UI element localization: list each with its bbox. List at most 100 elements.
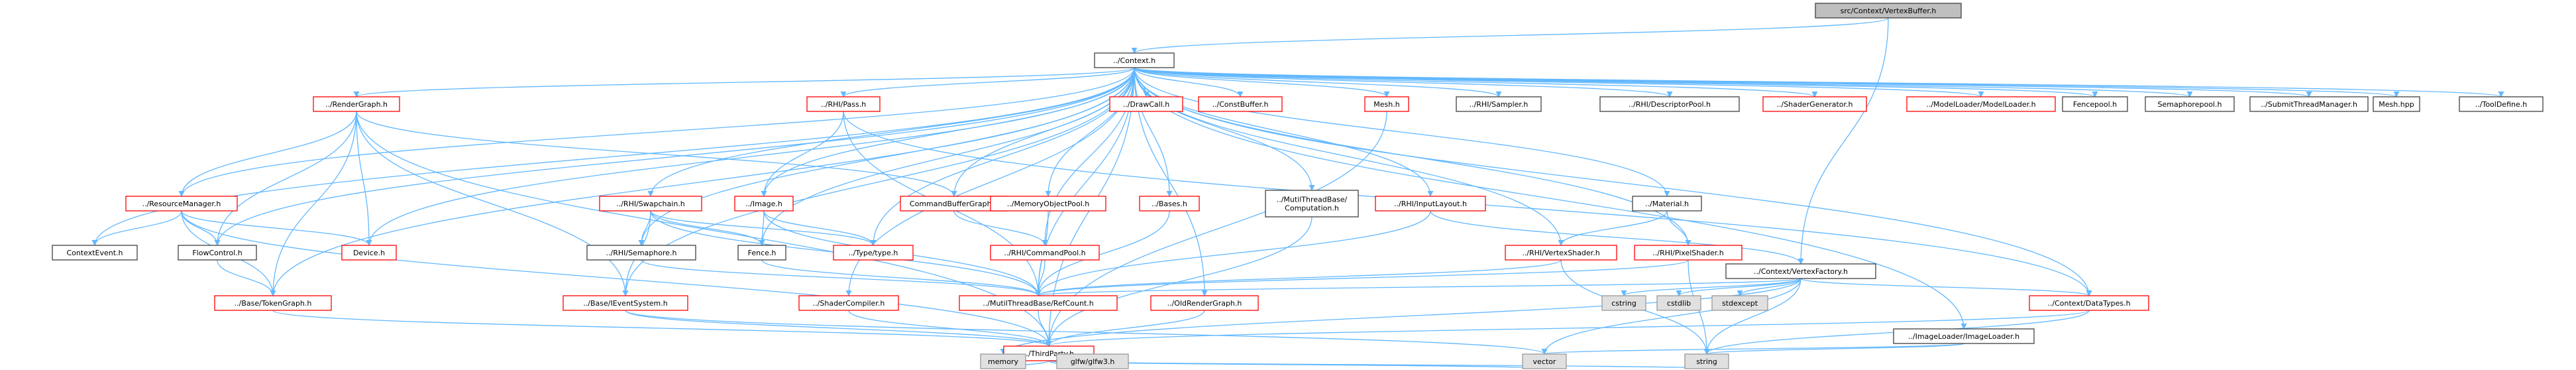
node-sampler[interactable]: ../RHI/Sampler.h: [1456, 96, 1542, 112]
node-bases[interactable]: ../Bases.h: [1139, 196, 1200, 212]
node-submitthread[interactable]: ../SubmitThreadManager.h: [2249, 96, 2369, 112]
edge-swapchain-to-typeh: [650, 210, 877, 246]
node-label: stdexcept: [1722, 299, 1758, 308]
node-typeh[interactable]: ../Type/type.h: [833, 245, 914, 261]
node-box: [806, 96, 881, 112]
node-label: src/Context/VertexBuffer.h: [1841, 7, 1937, 15]
node-memobjpool[interactable]: ../MemoryObjectPool.h: [990, 196, 1106, 212]
node-label: ../MemoryObjectPool.h: [1007, 200, 1090, 208]
node-modelloader[interactable]: ../ModelLoader/ModelLoader.h: [1906, 96, 2056, 112]
edge-context-to-vertexshader: [1134, 67, 1564, 246]
node-box: [125, 196, 238, 212]
node-label: ../ToolDefine.h: [2475, 100, 2527, 109]
node-label: ../RHI/Pass.h: [821, 100, 866, 109]
node-rendergraph[interactable]: ../RenderGraph.h: [313, 96, 400, 112]
edge-context-to-typeh: [870, 67, 1135, 246]
node-rhipass[interactable]: ../RHI/Pass.h: [806, 96, 881, 112]
node-vertexfactory[interactable]: ../Context/VertexFactory.h: [1725, 263, 1876, 279]
node-swapchain[interactable]: ../RHI/Swapchain.h: [599, 196, 702, 212]
node-string: string: [1684, 353, 1729, 369]
edge-image-to-typeh: [763, 210, 877, 246]
node-descpool[interactable]: ../RHI/DescriptorPool.h: [1599, 96, 1740, 112]
edge-resourcemanager-to-flowcontrol: [181, 210, 221, 246]
node-context[interactable]: ../Context.h: [1094, 52, 1175, 68]
node-box: [990, 245, 1100, 261]
node-vertexshader[interactable]: ../RHI/VertexShader.h: [1505, 245, 1617, 261]
edge-context-to-imageloader: [1134, 67, 1967, 330]
node-datatypes[interactable]: ../Context/DataTypes.h: [2029, 295, 2149, 311]
node-label: ../ShaderGenerator.h: [1777, 100, 1853, 109]
node-box: [1375, 196, 1486, 212]
node-oldrendergraph[interactable]: ../OldRenderGraph.h: [1150, 295, 1259, 311]
node-label: ../Bases.h: [1152, 200, 1187, 208]
node-label: vector: [1533, 357, 1556, 366]
node-constbuffer[interactable]: ../ConstBuffer.h: [1198, 96, 1283, 112]
node-label: ../MutilThreadBase/RefCount.h: [983, 299, 1093, 308]
edge-context-to-shadercompiler: [845, 67, 1135, 296]
node-label: Mesh.h: [1373, 100, 1399, 109]
node-resourcemanager[interactable]: ../ResourceManager.h: [125, 196, 238, 212]
node-label: ../SubmitThreadManager.h: [2261, 100, 2357, 109]
node-cmdbuffergraph[interactable]: CommandBufferGraph.h: [900, 196, 1008, 212]
node-label: Semaphorepool.h: [2158, 100, 2222, 109]
edge-ieventsystem-to-vector: [625, 310, 1548, 355]
node-semaphore[interactable]: ../RHI/Semaphore.h: [586, 245, 696, 261]
node-material[interactable]: ../Material.h: [1632, 196, 1702, 212]
node-label: ../ModelLoader/ModelLoader.h: [1926, 100, 2035, 109]
node-cmdpool[interactable]: ../RHI/CommandPool.h: [990, 245, 1100, 261]
node-cstdlib: cstdlib: [1656, 295, 1701, 311]
node-box: [599, 196, 702, 212]
node-ieventsystem[interactable]: ../Base/IEventSystem.h: [563, 295, 688, 311]
node-box: [1684, 353, 1729, 369]
node-box: [798, 295, 899, 311]
node-tooldefine[interactable]: ../ToolDefine.h: [2459, 96, 2544, 112]
node-inputlayout[interactable]: ../RHI/InputLayout.h: [1375, 196, 1486, 212]
file-nodes: src/Context/VertexBuffer.h ../Context.h..…: [52, 3, 2544, 369]
node-label: ../ConstBuffer.h: [1212, 100, 1269, 109]
edge-context-to-shadergenerator: [1134, 67, 1818, 97]
node-image[interactable]: ../Image.h: [734, 196, 794, 212]
edge-vertexshader-to-refcount: [1035, 259, 1562, 296]
edge-context-to-cmdbuffergraph: [951, 67, 1135, 197]
node-shadergenerator[interactable]: ../ShaderGenerator.h: [1762, 96, 1867, 112]
node-drawcall[interactable]: ../DrawCall.h: [1109, 96, 1183, 112]
node-box: [1109, 96, 1183, 112]
node-imageloader[interactable]: ../ImageLoader/ImageLoader.h: [1893, 328, 2035, 344]
node-box: [1139, 196, 1200, 212]
node-box: [178, 245, 257, 261]
node-label: string: [1696, 357, 1717, 366]
edge-vertexfactory-to-cstring: [1621, 278, 1801, 296]
edge-context-to-device: [366, 67, 1135, 246]
edge-tokengraph-to-thirdparty: [272, 310, 1052, 347]
edge-inputlayout-to-refcount: [1035, 210, 1431, 296]
node-meshhpp[interactable]: Mesh.hpp: [2373, 96, 2420, 112]
node-label: ../MutilThreadBase/: [1277, 196, 1348, 204]
node-mesh[interactable]: Mesh.h: [1364, 96, 1409, 112]
node-refcount[interactable]: ../MutilThreadBase/RefCount.h: [959, 295, 1118, 311]
node-box: [214, 295, 332, 311]
node-box: [833, 245, 914, 261]
edge-context-to-swapchain: [647, 67, 1135, 197]
node-fencepool[interactable]: Fencepool.h: [2062, 96, 2128, 112]
node-contextevent[interactable]: ContextEvent.h: [52, 245, 138, 261]
node-device[interactable]: Device.h: [341, 245, 397, 261]
node-box: [1056, 353, 1129, 369]
edge-vertexfactory-to-string: [1703, 278, 1801, 355]
node-semaphorepool[interactable]: Semaphorepool.h: [2145, 96, 2235, 112]
node-label: ../OldRenderGraph.h: [1167, 299, 1242, 308]
node-glfw: glfw/glfw3.h: [1056, 353, 1129, 369]
node-root[interactable]: src/Context/VertexBuffer.h: [1815, 3, 1962, 19]
edge-context-to-resourcemanager: [178, 67, 1135, 197]
edge-context-to-rendergraph: [353, 67, 1135, 97]
node-pixelshader[interactable]: ../RHI/PixelShader.h: [1634, 245, 1743, 261]
node-label: ../DrawCall.h: [1123, 100, 1169, 109]
edge-context-to-tooldefine: [1134, 67, 2504, 97]
node-fence[interactable]: Fence.h: [737, 245, 786, 261]
edge-thirdparty-to-string: [1048, 360, 1709, 369]
node-mtcomputation[interactable]: ../MutilThreadBase/Computation.h: [1265, 190, 1359, 217]
node-box: [1634, 245, 1743, 261]
node-flowcontrol[interactable]: FlowControl.h: [178, 245, 257, 261]
node-tokengraph[interactable]: ../Base/TokenGraph.h: [214, 295, 332, 311]
edge-material-to-pixelshader: [1666, 210, 1691, 246]
node-shadercompiler[interactable]: ../ShaderCompiler.h: [798, 295, 899, 311]
